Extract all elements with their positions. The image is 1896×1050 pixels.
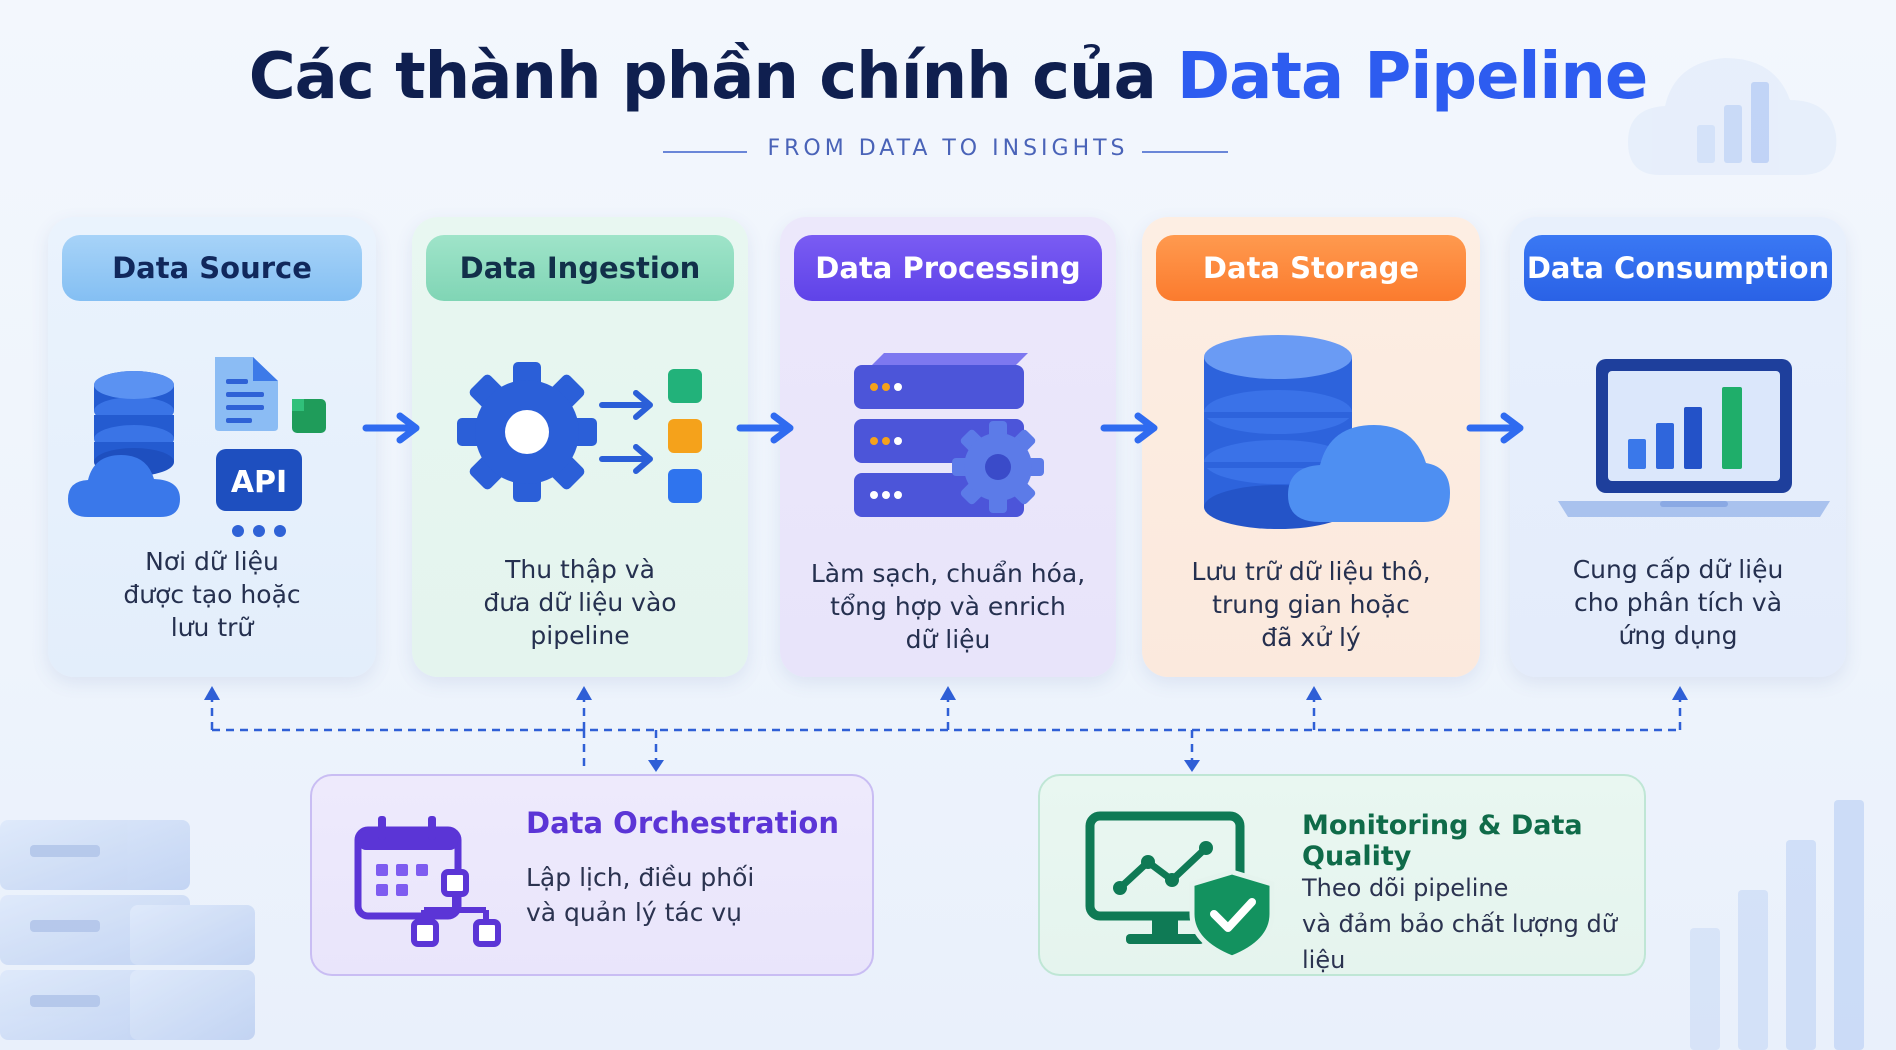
gear-icon	[457, 362, 597, 502]
stage-title-data-processing: Data Processing	[794, 235, 1102, 301]
subtitle-line-right	[1142, 151, 1228, 153]
stage-title-data-source: Data Source	[62, 235, 362, 301]
cog-icon	[952, 421, 1044, 513]
data-source-icon: API	[68, 357, 326, 537]
cloud-icon	[68, 455, 180, 517]
stage-card-data-ingestion: Data Ingestion	[412, 217, 748, 677]
flow-arrows-icon	[599, 390, 653, 474]
monitor-shield-icon	[1085, 811, 1275, 960]
monitoring-card: Monitoring & Data Quality Theo dõi pipel…	[1038, 774, 1646, 976]
cloud-chart-decor-icon	[1628, 58, 1837, 175]
cloud-icon	[1288, 425, 1450, 522]
blue-block-icon	[668, 469, 702, 503]
stage-title-data-storage: Data Storage	[1156, 235, 1466, 301]
subtitle-line-left	[663, 151, 747, 153]
bar-chart-icon	[1628, 387, 1742, 469]
more-dots-icon	[232, 525, 286, 537]
page-subtitle: FROM DATA TO INSIGHTS	[767, 136, 1129, 161]
spreadsheet-icon	[292, 399, 326, 433]
document-icon	[215, 357, 278, 431]
monitoring-title: Monitoring & Data Quality	[1302, 810, 1583, 872]
stage-title-data-ingestion: Data Ingestion	[426, 235, 734, 301]
stage-card-data-processing: Data Processing	[780, 217, 1116, 677]
page-title: Các thành phần chính của Data Pipeline	[248, 40, 1649, 114]
api-badge: API	[216, 449, 302, 511]
orchestration-title: Data Orchestration	[526, 806, 839, 840]
arrow-right-icon	[362, 412, 420, 444]
data-processing-icon	[854, 353, 1044, 517]
bar-chart-decor-icon	[1690, 800, 1864, 1050]
data-ingestion-icon	[457, 362, 702, 503]
arrow-right-icon	[1100, 412, 1158, 444]
arrow-right-icon	[1466, 412, 1524, 444]
calendar-hierarchy-icon	[354, 816, 501, 947]
stage-card-data-storage: Data Storage Lưu trữ dữ liệu thô,trung g…	[1142, 217, 1480, 677]
stage-title-data-consumption: Data Consumption	[1524, 235, 1832, 301]
stage-card-data-source: Data Source	[48, 217, 376, 677]
arrow-right-icon	[736, 412, 794, 444]
api-label: API	[231, 465, 287, 500]
data-storage-icon	[1204, 335, 1450, 529]
green-block-icon	[668, 369, 702, 403]
orange-block-icon	[668, 419, 702, 453]
data-consumption-icon	[1558, 359, 1830, 517]
server-stack-decor-icon	[0, 820, 255, 1040]
